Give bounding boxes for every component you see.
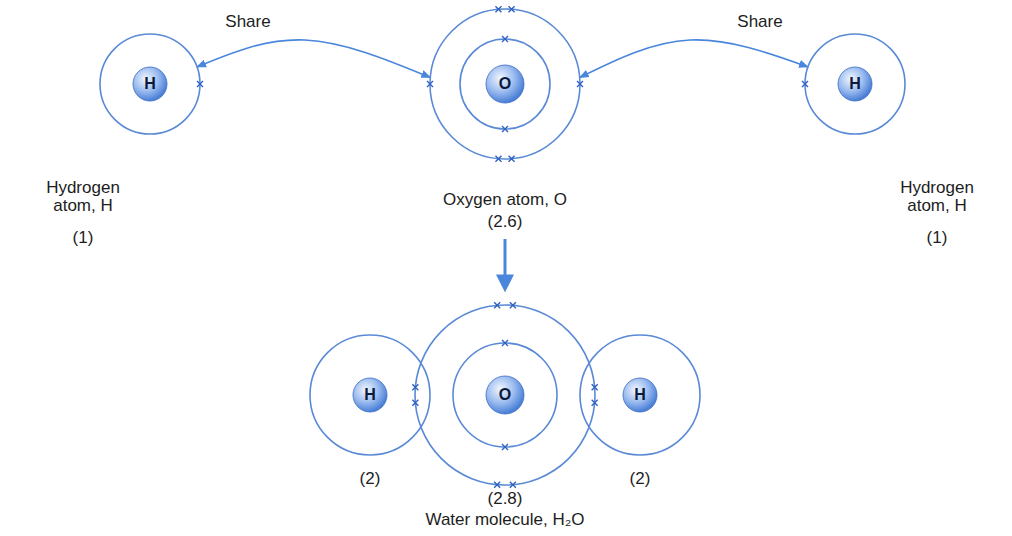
electron-cross [509, 6, 515, 12]
electron-cross [802, 81, 808, 87]
nucleus-symbol: H [849, 75, 861, 93]
electron-shell [310, 335, 430, 455]
water-molecule: H (2) O (2.8) H (2) Water molecule, H₂O [296, 291, 714, 533]
electron-shell [805, 34, 905, 134]
electron-shell [460, 39, 550, 129]
atom-name: Hydrogen atom, H [38, 179, 128, 215]
electron-configuration: (2.8) [488, 490, 523, 508]
electron-configuration: (2.6) [488, 213, 523, 231]
oxygen-atom: O Oxygen atom, O (2.6) [420, 0, 590, 235]
electron-cross [502, 444, 508, 450]
nucleus-symbol: H [144, 75, 156, 93]
electron-cross [495, 156, 501, 162]
nucleus [623, 378, 657, 412]
hydrogen-atom: H Hydrogen atom, H (1) [34, 24, 210, 251]
edge-label: Share [223, 13, 272, 31]
electron-cross [592, 400, 598, 406]
hydrogen-atom: H Hydrogen atom, H (1) [795, 24, 986, 251]
electron-cross [510, 482, 516, 488]
nucleus [838, 67, 872, 101]
electron-cross [495, 6, 501, 12]
hydrogen-atom: H (2) [570, 325, 710, 492]
electron-cross [577, 81, 583, 87]
electron-shell [415, 305, 595, 485]
electron-cross [592, 384, 598, 390]
nucleus-symbol: H [634, 386, 646, 404]
electron-configuration: (1) [927, 229, 948, 247]
share-arrow [197, 40, 430, 78]
electron-cross [412, 384, 418, 390]
nucleus-symbol: O [499, 75, 511, 93]
hydrogen-atom: H (2) [300, 325, 440, 492]
share-arrow [580, 40, 808, 78]
electron-shell [430, 9, 580, 159]
atom-name: Oxygen atom, O [443, 191, 567, 209]
electron-cross [427, 81, 433, 87]
electron-cross [412, 400, 418, 406]
electron-cross [494, 302, 500, 308]
nucleus [486, 376, 524, 414]
reaction-arrow [504, 239, 507, 287]
oxygen-atom: O (2.8) [405, 295, 605, 512]
nucleus [353, 378, 387, 412]
electron-configuration: (1) [73, 229, 94, 247]
electron-configuration: (2) [360, 470, 381, 488]
electron-cross [197, 81, 203, 87]
electron-shell [100, 34, 200, 134]
nucleus [486, 65, 524, 103]
electron-cross [502, 36, 508, 42]
electron-shell [580, 335, 700, 455]
nucleus-symbol: O [499, 386, 511, 404]
electron-cross [509, 156, 515, 162]
molecule-name: Water molecule, H₂O [425, 511, 584, 529]
nucleus-symbol: H [364, 386, 376, 404]
atom-name: Hydrogen atom, H [892, 179, 982, 215]
edge-label: Share [735, 13, 784, 31]
connector-group [197, 40, 808, 287]
nucleus [133, 67, 167, 101]
electron-cross [510, 302, 516, 308]
electron-configuration: (2) [630, 470, 651, 488]
electron-shell [453, 343, 557, 447]
electron-cross [502, 126, 508, 132]
electron-cross [494, 482, 500, 488]
electron-cross [502, 340, 508, 346]
